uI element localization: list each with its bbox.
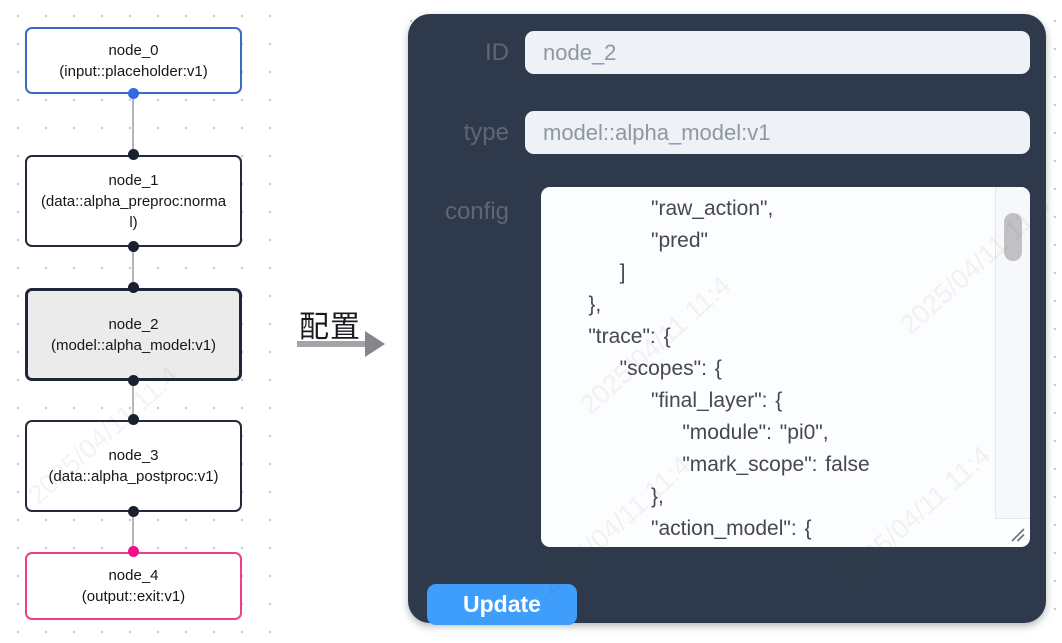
update-button[interactable]: Update xyxy=(427,584,577,625)
port-node2-input-icon[interactable] xyxy=(128,282,139,293)
flow-node-node_1[interactable]: node_1 (data::alpha_preproc:normal) xyxy=(25,155,242,247)
right-arrow-icon xyxy=(297,341,367,347)
scrollbar-track[interactable] xyxy=(995,187,1030,519)
flow-editor-canvas: node_0 (input::placeholder:v1) node_1 (d… xyxy=(0,0,272,643)
flow-node-node_2-selected[interactable]: node_2 (model::alpha_model:v1) xyxy=(25,288,242,381)
flow-node-node_3[interactable]: node_3 (data::alpha_postproc:v1) xyxy=(25,420,242,512)
edge-node1-node2 xyxy=(132,247,134,288)
node-title: node_0 xyxy=(108,41,159,59)
port-node4-input-icon[interactable] xyxy=(128,546,139,557)
resize-handle-icon[interactable] xyxy=(1009,526,1027,544)
node-title: node_4 xyxy=(108,567,159,584)
port-node1-input-icon[interactable] xyxy=(128,149,139,160)
type-field-row: type xyxy=(408,111,1030,154)
node-config-panel: ID type config "raw_action", "pred" ] },… xyxy=(408,14,1046,625)
type-input[interactable] xyxy=(525,111,1030,154)
port-node2-output-icon[interactable] xyxy=(128,375,139,386)
type-field-label: type xyxy=(463,118,509,146)
node-type-label: (data::alpha_postproc:v1) xyxy=(48,468,219,485)
node-type-label: (output::exit:v1) xyxy=(81,588,186,605)
id-input[interactable] xyxy=(525,31,1030,74)
port-node3-input-icon[interactable] xyxy=(128,414,139,425)
edge-node3-node4 xyxy=(132,512,134,552)
node-type-label: (model::alpha_model:v1) xyxy=(50,336,217,354)
node-type-label: (input::placeholder:v1) xyxy=(59,62,208,80)
flow-node-node_0[interactable]: node_0 (input::placeholder:v1) xyxy=(25,27,242,94)
config-json-text[interactable]: "raw_action", "pred" ] }, "trace": { "sc… xyxy=(588,197,870,540)
scrollbar-thumb[interactable] xyxy=(1004,213,1022,261)
node-title: node_1 xyxy=(108,171,159,189)
id-field-row: ID xyxy=(408,31,1030,74)
config-field-label: config xyxy=(444,198,509,225)
node-title: node_3 xyxy=(108,447,159,464)
node-type-label: (data::alpha_preproc:normal) xyxy=(40,192,227,231)
port-node1-output-icon[interactable] xyxy=(128,241,139,252)
right-arrowhead-icon xyxy=(365,331,385,357)
id-field-label: ID xyxy=(485,38,509,66)
edge-node2-node3 xyxy=(132,381,134,420)
node-title: node_2 xyxy=(108,315,159,333)
configure-transition-label: 配置 xyxy=(299,311,361,344)
config-json-editor[interactable]: "raw_action", "pred" ] }, "trace": { "sc… xyxy=(541,187,1030,547)
edge-node0-node1 xyxy=(132,94,134,155)
port-node3-output-icon[interactable] xyxy=(128,506,139,517)
flow-node-node_4[interactable]: node_4 (output::exit:v1) xyxy=(25,552,242,620)
port-node0-output-icon[interactable] xyxy=(128,88,139,99)
